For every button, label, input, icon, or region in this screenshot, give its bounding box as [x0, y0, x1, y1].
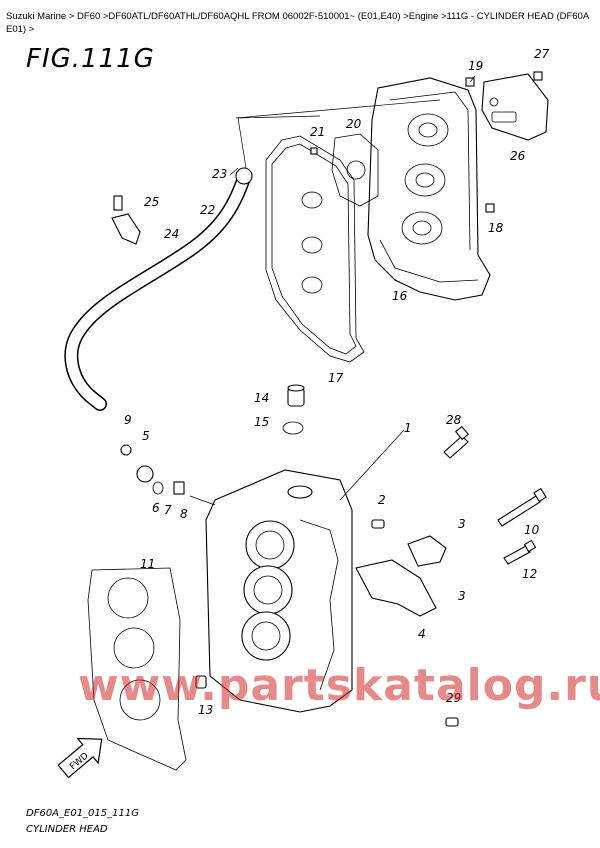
callout-18: 18 [488, 221, 504, 235]
callout-21: 21 [310, 125, 325, 139]
callout-12: 12 [522, 567, 537, 581]
callout-3a: 3 [458, 517, 466, 531]
callout-1: 1 [404, 421, 412, 435]
drawing-code: DF60A_E01_015_111G [26, 808, 139, 819]
callout-10: 10 [524, 523, 540, 537]
callout-2: 2 [378, 493, 386, 507]
figure-title: FIG.111G [26, 44, 155, 74]
callout-15: 15 [254, 415, 269, 429]
callout-14: 14 [254, 391, 269, 405]
callout-17: 17 [328, 371, 344, 385]
callout-8: 8 [180, 507, 188, 521]
callout-11: 11 [140, 557, 155, 571]
callout-24: 24 [164, 227, 179, 241]
callout-19: 19 [468, 59, 483, 73]
breather-hose [64, 167, 253, 411]
head-gasket [87, 567, 187, 771]
leader-lines [189, 75, 476, 506]
callout-25: 25 [144, 195, 159, 209]
callout-3b: 3 [458, 589, 466, 603]
callout-6: 6 [152, 501, 160, 515]
callout-29: 29 [446, 691, 461, 705]
fwd-arrow-icon: FWD [57, 737, 103, 779]
bolts [497, 487, 547, 565]
callout-22: 22 [200, 203, 215, 217]
callout-23: 23 [212, 167, 227, 181]
callout-16: 16 [392, 289, 408, 303]
small-gasket [331, 133, 379, 207]
watermark: www.partskatalog.ru [78, 660, 600, 711]
drawing-caption: CYLINDER HEAD [26, 824, 108, 835]
callout-28: 28 [446, 413, 462, 427]
bracket [355, 535, 447, 617]
callout-4: 4 [418, 627, 426, 641]
callout-7: 7 [164, 503, 172, 517]
callout-26: 26 [510, 149, 526, 163]
breadcrumb[interactable]: Suzuki Marine > DF60 >DF60ATL/DF60ATHL/D… [6, 11, 589, 35]
callout-5: 5 [142, 429, 150, 443]
cylinder-head [205, 469, 353, 713]
callouts: 1 2 3 3 4 5 6 7 8 9 10 11 12 13 14 15 16… [124, 47, 550, 717]
callout-13: 13 [198, 703, 213, 717]
head-cover-gasket [265, 135, 365, 363]
callout-27: 27 [534, 47, 550, 61]
plug [282, 384, 305, 435]
spark-plug [443, 425, 470, 459]
callout-9: 9 [124, 413, 132, 427]
hose-clamp [111, 195, 141, 245]
cylinder-head-cover [367, 77, 491, 301]
side-cover [481, 73, 549, 141]
small-parts [120, 71, 543, 727]
callout-20: 20 [346, 117, 362, 131]
